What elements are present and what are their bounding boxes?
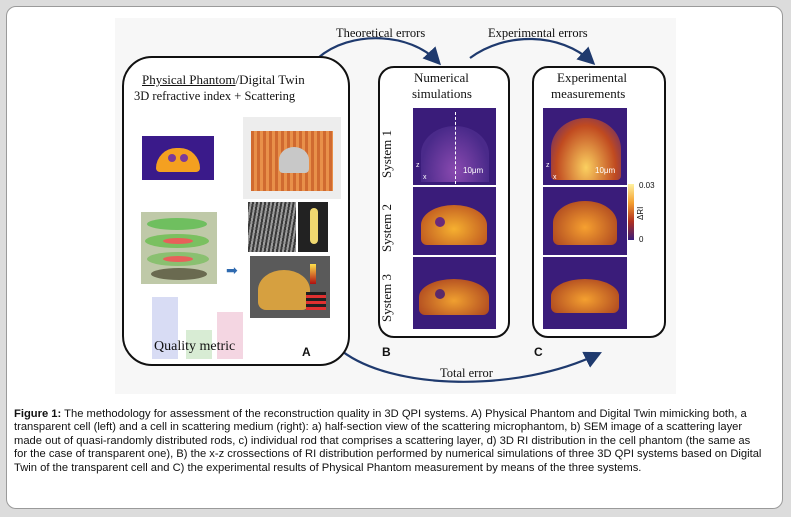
system-label-2: System 2 <box>379 203 394 252</box>
total-error-arrow <box>337 347 602 383</box>
theoretical-errors-label: Theoretical errors <box>336 26 426 40</box>
figure-caption: Figure 1: The methodology for assessment… <box>14 408 766 475</box>
caption-text: The methodology for assessment of the re… <box>14 408 762 474</box>
theoretical-arrow <box>317 37 442 66</box>
colorbar-label: ΔRI <box>636 206 645 220</box>
axis-z-c: z <box>546 162 550 169</box>
caption-label: Figure 1: <box>14 408 62 420</box>
quality-metric-label: Quality metric <box>154 339 236 354</box>
colorbar-max: 0.03 <box>639 181 655 190</box>
panel-a-subtitle: 3D refractive index + Scattering <box>134 89 296 103</box>
right-arrow-icon: ➡ <box>226 262 238 278</box>
axis-x-c: x <box>553 174 557 181</box>
system-label-3: System 3 <box>379 273 394 322</box>
colorbar <box>628 184 634 240</box>
scattering-microphantom-image <box>243 117 341 199</box>
panel-b-title-line1: Numerical <box>414 70 469 85</box>
exp-system-1: 10μm z x <box>543 108 627 185</box>
scale-label-c: 10μm <box>595 166 616 175</box>
sim-system-1: 10μm z x <box>413 108 496 185</box>
experimental-errors-label: Experimental errors <box>488 26 588 40</box>
panel-c-letter: C <box>534 345 543 359</box>
panel-a-letter: A <box>302 345 311 359</box>
quality-bar-2 <box>186 330 212 359</box>
quality-bar-3 <box>217 312 243 359</box>
scale-label-b: 10μm <box>463 166 484 175</box>
colorbar-min: 0 <box>639 235 644 244</box>
rod-image <box>298 202 328 252</box>
exp-system-3 <box>543 257 627 329</box>
quality-bar-1 <box>152 297 178 359</box>
panel-a-title: Physical Phantom/Digital Twin <box>142 72 305 87</box>
axis-z-b: z <box>416 162 420 169</box>
ri-distribution-image <box>250 256 330 318</box>
panel-b-letter: B <box>382 345 391 359</box>
sim-system-3 <box>413 257 496 329</box>
panel-b-title-line2: simulations <box>412 86 472 101</box>
cell-layers-image <box>141 212 217 284</box>
experimental-arrow <box>469 37 596 66</box>
exp-system-2 <box>543 187 627 255</box>
system-label-1: System 1 <box>379 129 394 178</box>
panel-c-title-line2: measurements <box>551 86 626 101</box>
panel-c-title-line1: Experimental <box>557 70 628 85</box>
axis-x-b: x <box>423 174 427 181</box>
cell-phantom-image <box>142 136 214 180</box>
sem-image <box>248 202 296 252</box>
total-error-label: Total error <box>440 366 493 380</box>
sim-system-2 <box>413 187 496 255</box>
